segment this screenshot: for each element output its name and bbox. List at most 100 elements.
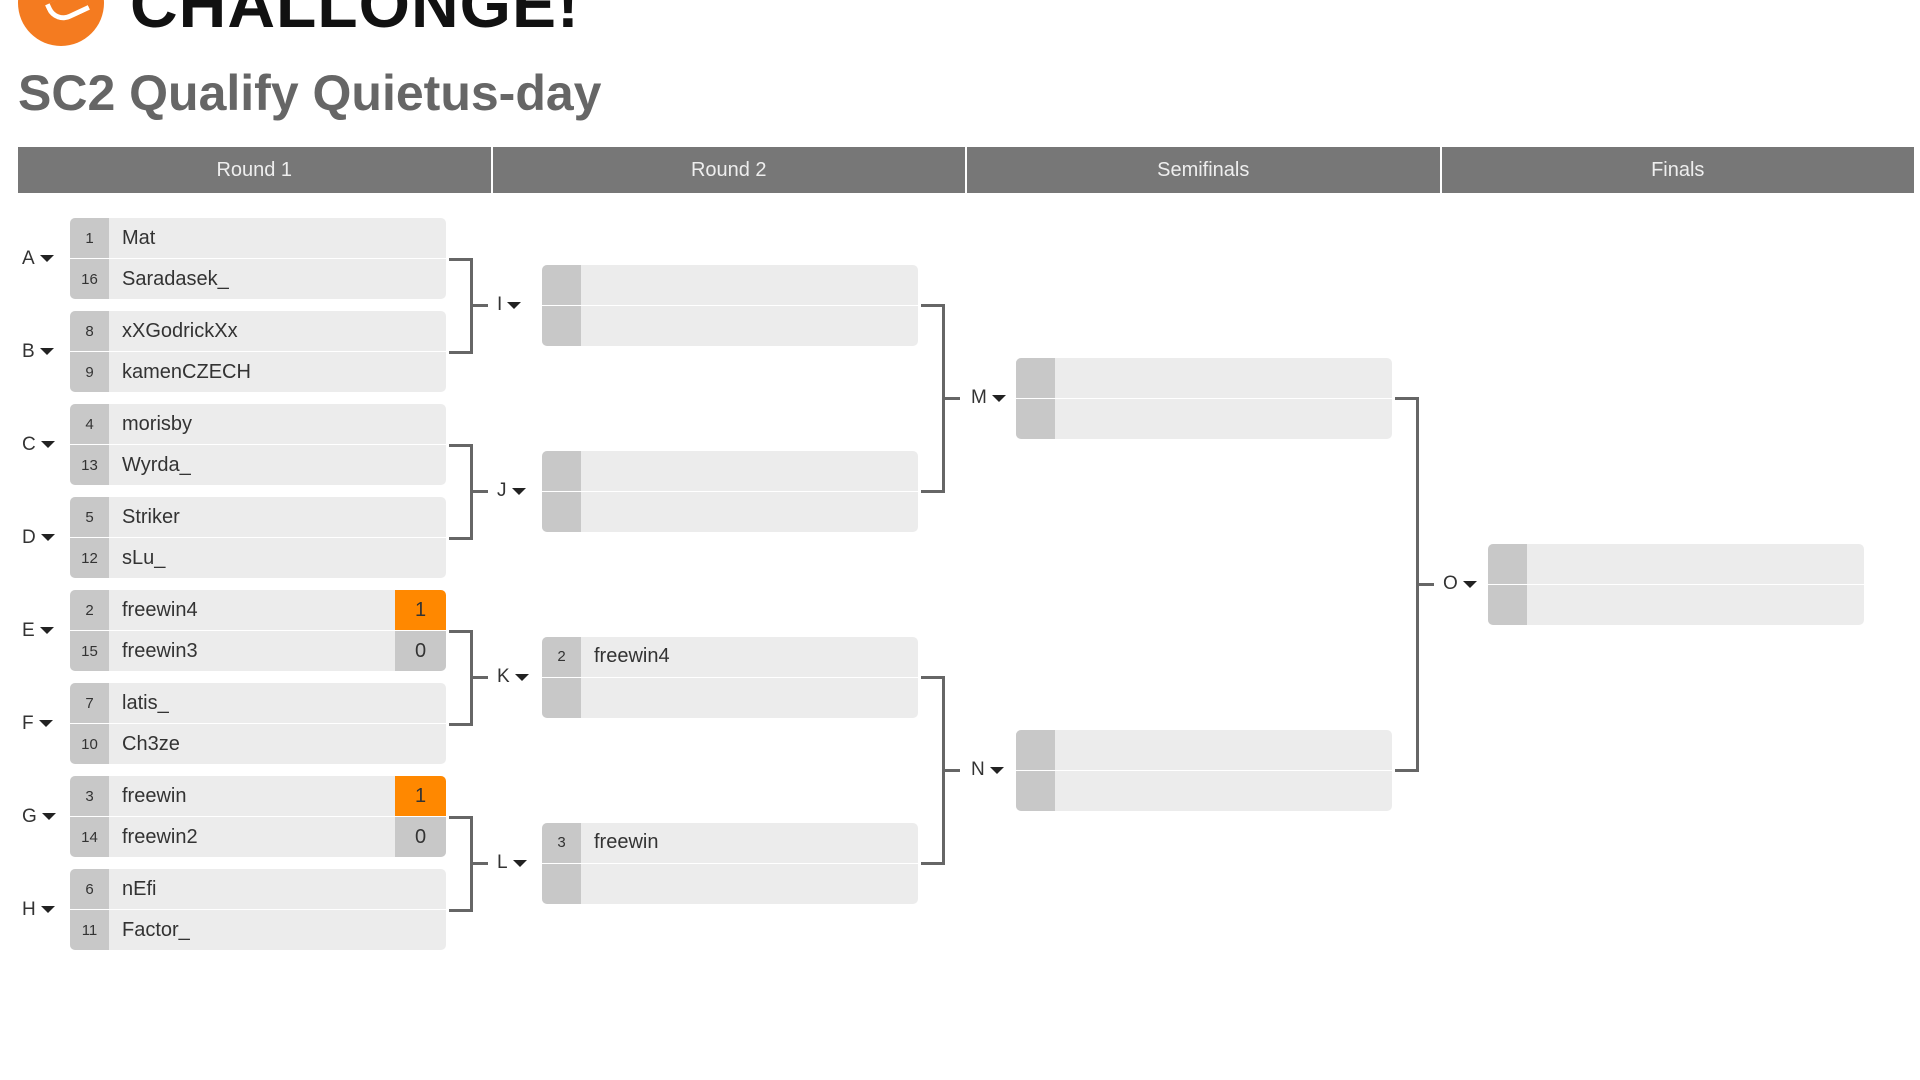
match-label-o[interactable]: O [1443,572,1477,596]
match-label-b[interactable]: B [22,340,54,364]
match-label-g[interactable]: G [22,805,56,829]
match-label-k[interactable]: K [497,665,529,689]
connector-line [449,443,473,447]
round-header-semifinals: Semifinals [967,147,1442,193]
seed-number: 8 [70,311,109,351]
connector-line [1416,583,1434,586]
page-title: SC2 Qualify Quietus-day [18,65,602,121]
participant-row[interactable] [1016,357,1392,398]
participant-name: freewin [594,831,659,853]
participant-name: Factor_ [122,918,190,941]
match-id: M [971,387,987,408]
participant-row[interactable] [542,450,918,491]
seed-number [542,863,581,904]
dropdown-caret-icon [38,720,53,727]
participant-row[interactable] [542,305,918,346]
participant-row[interactable] [1488,584,1864,625]
match-o[interactable] [1488,543,1864,625]
seed-number: 7 [70,683,109,723]
match-id: H [22,898,36,920]
challonge-logo-icon [18,0,104,46]
participant-row[interactable] [1016,770,1392,811]
match-label-c[interactable]: C [22,433,55,457]
match-label-f[interactable]: F [22,712,53,736]
seed-number [1488,584,1527,625]
participant-row[interactable] [1016,729,1392,770]
match-label-m[interactable]: M [971,386,1006,410]
participant-row[interactable] [1488,543,1864,584]
participant-row[interactable] [542,491,918,532]
seed-number [542,264,581,305]
connector-line [470,304,488,307]
match-m[interactable] [1016,357,1392,439]
match-label-j[interactable]: J [497,479,526,503]
round-headers: Round 1 Round 2 Semifinals Finals [18,147,1914,193]
seed-number: 1 [70,218,109,258]
seed-number: 9 [70,352,109,392]
connector-line [470,676,488,679]
seed-number [1488,543,1527,584]
connector-line [470,862,488,865]
seed-number [1016,729,1055,770]
match-label-i[interactable]: I [497,293,522,317]
dropdown-caret-icon [989,766,1004,774]
connector-line [449,629,473,633]
match-id: I [497,294,503,315]
match-label-a[interactable]: A [22,247,54,271]
dropdown-caret-icon [39,255,54,262]
participant-row[interactable] [1016,398,1392,439]
match-id: F [22,712,34,734]
connector-line [921,862,945,865]
seed-number [1016,357,1055,398]
match-label-n[interactable]: N [971,758,1004,782]
participant-row[interactable]: 7 latis_ [70,683,446,723]
match-j[interactable] [542,450,918,532]
round-header-1: Round 1 [18,147,493,193]
match-label-d[interactable]: D [22,526,55,550]
participant-row[interactable] [542,677,918,718]
participant-row[interactable] [542,264,918,305]
participant-name: latis_ [122,691,169,714]
match-label-h[interactable]: H [22,898,55,922]
seed-number: 5 [70,497,109,537]
participant-name: Ch3ze [122,732,180,755]
match-i[interactable] [542,264,918,346]
participant-row[interactable] [542,863,918,904]
connector-line [449,536,473,540]
participant-name: freewin4 [594,645,670,667]
connector-line [1395,769,1419,772]
match-label-e[interactable]: E [22,619,54,643]
match-id: E [22,619,35,641]
match-n[interactable] [1016,729,1392,811]
match-label-l[interactable]: L [497,851,527,875]
participant-name: Wyrda_ [122,453,191,476]
connector-line [449,257,473,261]
